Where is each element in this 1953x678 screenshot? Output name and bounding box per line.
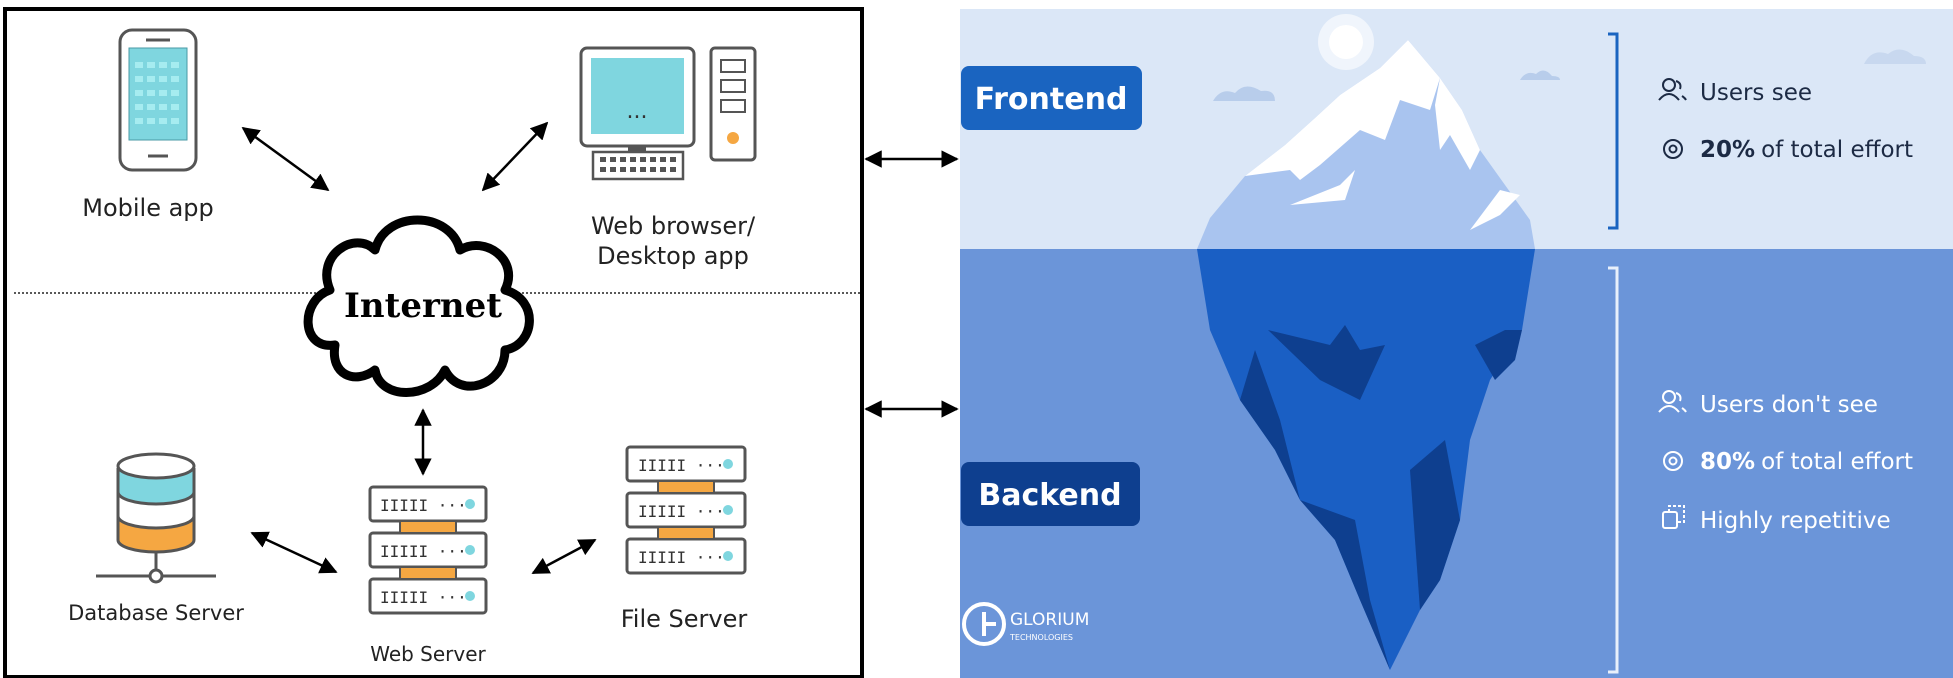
frontend-badge <box>961 66 1142 130</box>
database-icon <box>96 452 216 584</box>
iceberg-snow-edge <box>1470 190 1520 230</box>
svg-text:IIIII ···: IIIII ··· <box>638 548 725 567</box>
iceberg-shadow-1 <box>1240 350 1300 500</box>
internet-cloud-icon <box>303 215 534 397</box>
client-server-diagram: Mobile app ... Web browser/ Desktop app … <box>3 7 864 678</box>
backend-badge <box>961 462 1140 526</box>
svg-text:GLORIUM: GLORIUM <box>1010 610 1089 630</box>
arrow-database-webserver <box>250 531 338 574</box>
glorium-logo: GLORIUM TECHNOLOGIES <box>962 602 1089 646</box>
mobile-app-label: Mobile app <box>82 194 214 222</box>
gear-icon-backend <box>1663 451 1683 471</box>
file-server-icon: IIIII ··· IIIII ··· IIIII ··· <box>625 445 747 575</box>
desktop-computer-icon: ... <box>579 46 757 181</box>
iceberg-shadow-5 <box>1410 440 1460 610</box>
iceberg-underwater <box>1197 249 1535 670</box>
svg-text:IIIII ···: IIIII ··· <box>380 496 467 515</box>
web-server-icon: IIIII ··· IIIII ··· IIIII ··· <box>368 485 488 615</box>
backend-label: Backend <box>978 478 1121 513</box>
iceberg-shadow-3 <box>1300 500 1390 670</box>
arrow-desktop-internet <box>481 121 549 192</box>
backend-item-repetitive: Highly repetitive <box>1700 508 1891 534</box>
svg-text:IIIII ···: IIIII ··· <box>638 502 725 521</box>
panel-link-arrows <box>864 150 959 418</box>
backend-item-users-dont-see: Users don't see <box>1700 392 1878 418</box>
cloud-icon <box>1213 86 1275 101</box>
gear-icon <box>1663 139 1683 159</box>
web-browser-label-line1: Web browser/ <box>591 212 756 240</box>
svg-text:IIIII ···: IIIII ··· <box>380 588 467 607</box>
cloud-icon-small <box>1520 70 1560 80</box>
frontend-item-effort: 20%of total effort <box>1700 137 1913 163</box>
iceberg-shadow-4 <box>1475 330 1522 380</box>
monitor-dots: ... <box>627 99 648 124</box>
arrow-mobile-internet <box>241 126 330 192</box>
iceberg-illustration: Frontend Backend Users see 20%of total e… <box>960 9 1953 678</box>
web-browser-label-line2: Desktop app <box>597 242 749 270</box>
frontend-bracket <box>1608 32 1619 230</box>
svg-text:IIIII ···: IIIII ··· <box>638 456 725 475</box>
connection-arrows <box>241 121 597 575</box>
mobile-app-icon <box>118 28 198 172</box>
cloud-icon-right <box>1864 49 1926 64</box>
users-icon <box>1658 78 1687 101</box>
iceberg-snow <box>1245 40 1440 180</box>
frontend-label: Frontend <box>975 82 1128 117</box>
arrow-fileserver-webserver <box>531 538 597 575</box>
svg-text:IIIII ···: IIIII ··· <box>380 542 467 561</box>
copy-icon <box>1662 505 1685 529</box>
frontend-item-users-see: Users see <box>1700 80 1812 106</box>
sun-core <box>1329 25 1363 59</box>
iceberg-shadow-2 <box>1268 325 1385 400</box>
iceberg-tip <box>1197 40 1535 249</box>
svg-text:TECHNOLOGIES: TECHNOLOGIES <box>1009 633 1073 642</box>
database-server-label: Database Server <box>68 601 244 625</box>
users-icon-backend <box>1658 390 1687 413</box>
internet-label: Internet <box>344 286 502 326</box>
file-server-label: File Server <box>621 605 748 633</box>
backend-bracket <box>1608 266 1619 674</box>
backend-item-effort: 80%of total effort <box>1700 449 1913 475</box>
iceberg-snow-small <box>1290 170 1355 205</box>
iceberg-snow-right <box>1435 78 1480 170</box>
web-server-label: Web Server <box>370 642 486 666</box>
